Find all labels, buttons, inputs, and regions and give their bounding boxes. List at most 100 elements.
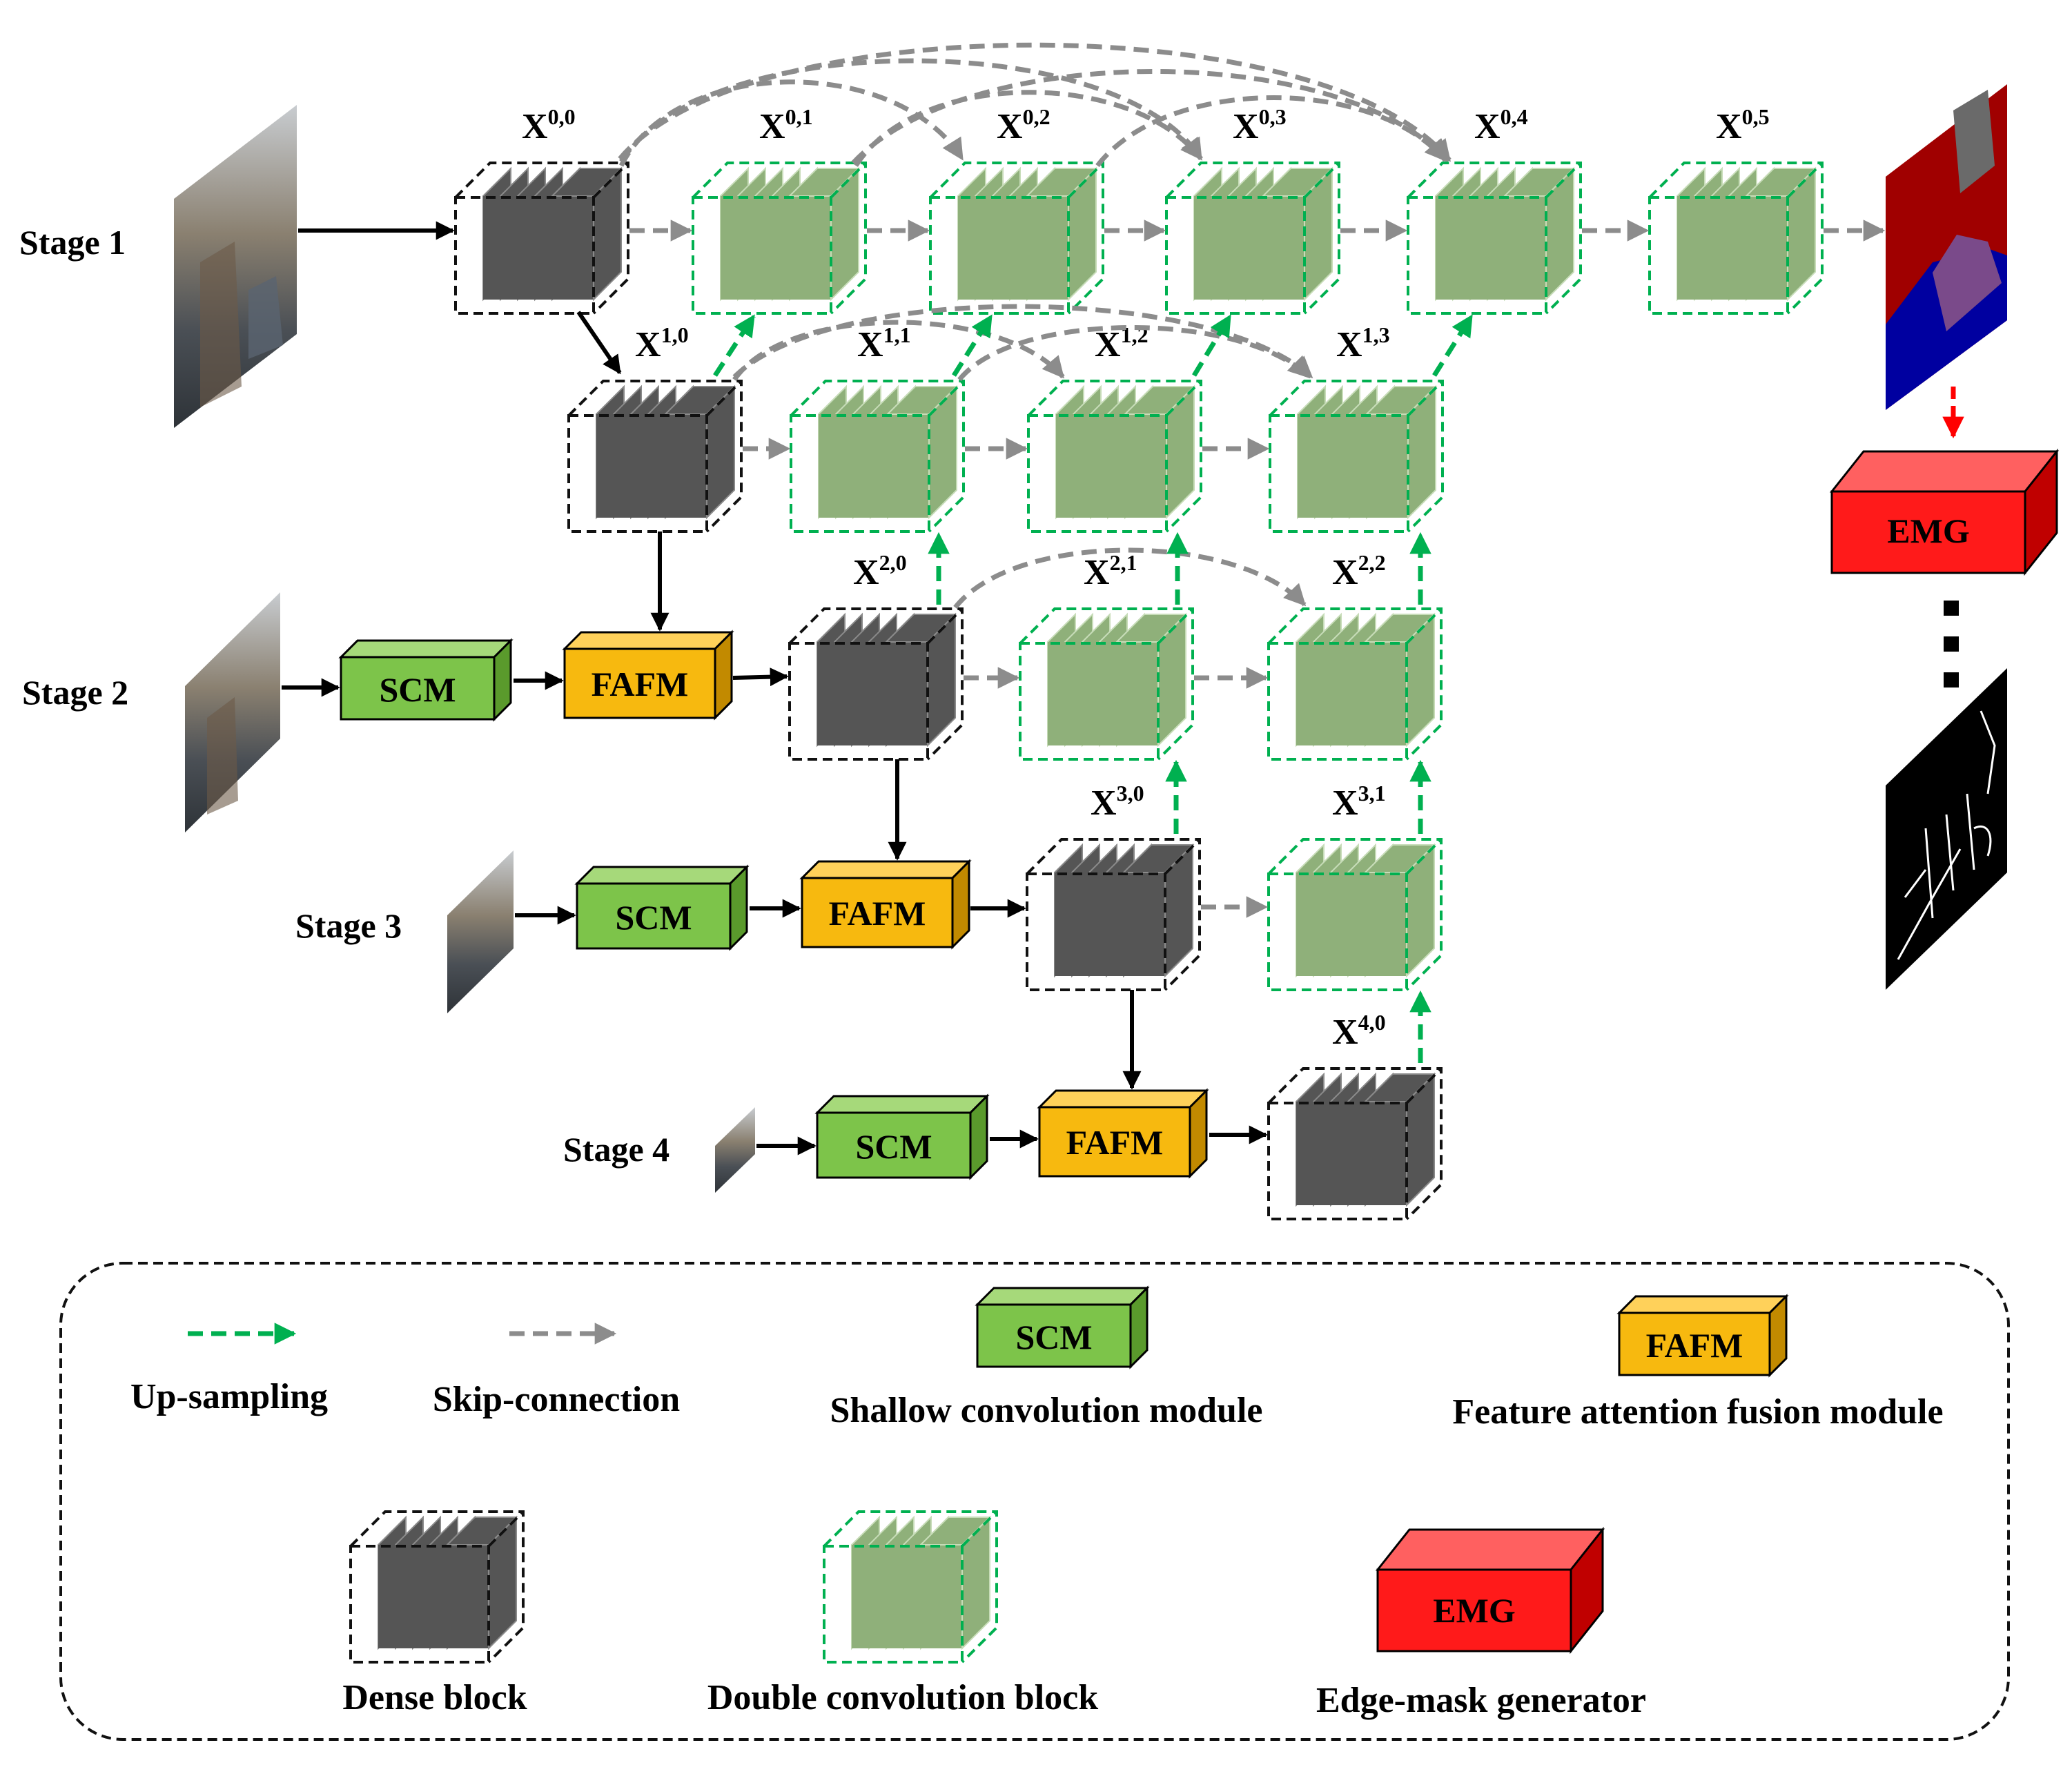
legend-frame	[59, 1262, 2010, 1741]
node-label-x01: X0,1	[759, 104, 813, 146]
stage-4-label: Stage 4	[563, 1130, 670, 1169]
legend-scm-box: SCM	[975, 1285, 1150, 1369]
scm-module-stage-2: SCM	[338, 638, 514, 722]
conv-block-x02	[929, 162, 1104, 315]
node-label-base: X	[635, 325, 661, 364]
node-label-x22: X2,2	[1332, 550, 1386, 592]
node-label-base: X	[1084, 553, 1110, 592]
skip-connections	[618, 42, 1886, 918]
emg-module: EMG	[1829, 448, 2060, 576]
input-image-stage-2	[185, 592, 280, 832]
conv-block-x13	[1269, 380, 1444, 533]
node-label-x11: X1,1	[857, 322, 911, 364]
dense-block-x00	[454, 162, 629, 315]
scm-label: SCM	[615, 898, 692, 937]
legend-scm-text: SCM	[1015, 1318, 1092, 1356]
legend-upsampling-label: Up-sampling	[130, 1377, 328, 1416]
node-label-base: X	[1095, 325, 1121, 364]
dense-block-x40	[1267, 1067, 1443, 1220]
node-label-superscript: 0,4	[1501, 104, 1528, 129]
node-label-base: X	[759, 107, 785, 146]
legend-scm-label: Shallow convolution module	[830, 1391, 1262, 1430]
node-label-superscript: 0,0	[548, 104, 576, 129]
node-label-x20: X2,0	[853, 550, 907, 592]
node-label-base: X	[1091, 783, 1117, 823]
node-label-x03: X0,3	[1233, 104, 1287, 146]
legend-fafm-text: FAFM	[1646, 1326, 1743, 1365]
node-label-superscript: 2,0	[879, 550, 907, 575]
legend-dense-block	[349, 1510, 525, 1664]
node-label-superscript: 2,1	[1110, 550, 1137, 575]
input-image-stage-3	[447, 850, 514, 1013]
scm-label: SCM	[379, 670, 456, 709]
node-label-base: X	[1332, 783, 1358, 823]
fafm-module-stage-4: FAFM	[1037, 1088, 1209, 1179]
scm-module-stage-3: SCM	[574, 864, 750, 951]
conv-block-x31	[1267, 838, 1443, 991]
conv-block-x05	[1648, 162, 1824, 315]
dense-block-x10	[567, 380, 743, 533]
node-label-superscript: 3,1	[1358, 781, 1386, 806]
node-label-base: X	[853, 553, 879, 592]
node-label-base: X	[1336, 325, 1362, 364]
legend-conv-block	[823, 1510, 998, 1664]
stage-2-label: Stage 2	[22, 673, 128, 712]
node-label-x04: X0,4	[1474, 104, 1528, 146]
conv-block-x22	[1267, 607, 1443, 761]
node-label-x00: X0,0	[522, 104, 576, 146]
node-label-base: X	[1716, 107, 1742, 146]
legend: Up-sampling Skip-connection SCM Shallow …	[59, 1262, 2010, 1741]
node-label-x40: X4,0	[1332, 1010, 1386, 1052]
legend-fafm-box: FAFM	[1616, 1294, 1789, 1378]
fafm-module-stage-2: FAFM	[562, 630, 734, 721]
node-label-base: X	[1332, 1013, 1358, 1052]
node-label-base: X	[997, 107, 1023, 146]
node-label-x05: X0,5	[1716, 104, 1770, 146]
fafm-label: FAFM	[829, 894, 926, 933]
edge-mask-output	[1886, 668, 2007, 990]
node-label-superscript: 0,2	[1023, 104, 1050, 129]
scm-label: SCM	[855, 1127, 932, 1166]
node-label-base: X	[522, 107, 548, 146]
node-label-superscript: 1,1	[883, 322, 911, 347]
input-image-stage-1	[174, 105, 297, 428]
node-label-superscript: 0,1	[785, 104, 813, 129]
node-label-superscript: 4,0	[1358, 1010, 1386, 1035]
ellipsis-dots	[1944, 601, 1959, 688]
upsampling-arrows	[713, 314, 1474, 1063]
legend-conv-label: Double convolution block	[707, 1678, 1098, 1717]
node-label-superscript: 0,3	[1259, 104, 1287, 129]
stage-1-label: Stage 1	[19, 223, 126, 262]
node-label-superscript: 0,5	[1742, 104, 1770, 129]
node-label-x10: X1,0	[635, 322, 689, 364]
emg-label: EMG	[1887, 511, 1969, 550]
node-label-superscript: 1,3	[1362, 322, 1390, 347]
legend-fafm-label: Feature attention fusion module	[1452, 1392, 1943, 1432]
conv-block-x03	[1165, 162, 1340, 315]
forward-arrows	[282, 221, 1268, 1155]
dense-block-x30	[1026, 838, 1201, 991]
node-label-x02: X0,2	[997, 104, 1050, 146]
node-label-superscript: 3,0	[1117, 781, 1144, 806]
conv-block-x21	[1019, 607, 1194, 761]
node-label-base: X	[1332, 553, 1358, 592]
legend-emg-box: EMG	[1375, 1526, 1605, 1655]
node-label-x30: X3,0	[1091, 781, 1144, 823]
node-label-base: X	[1474, 107, 1501, 146]
stage-3-label: Stage 3	[295, 906, 402, 945]
conv-block-x12	[1027, 380, 1202, 533]
fafm-label: FAFM	[592, 665, 689, 703]
node-label-base: X	[1233, 107, 1259, 146]
dense-block-x20	[788, 607, 964, 761]
node-label-superscript: 1,0	[661, 322, 689, 347]
node-label-superscript: 2,2	[1358, 550, 1386, 575]
node-label-x13: X1,3	[1336, 322, 1390, 364]
legend-emg-text: EMG	[1433, 1591, 1515, 1630]
conv-block-x11	[790, 380, 965, 533]
node-label-base: X	[857, 325, 883, 364]
node-label-x31: X3,1	[1332, 781, 1386, 823]
legend-emg-label: Edge-mask generator	[1316, 1681, 1646, 1720]
conv-block-x01	[692, 162, 867, 315]
segmentation-output	[1886, 84, 2007, 410]
input-image-stage-4	[715, 1107, 755, 1193]
